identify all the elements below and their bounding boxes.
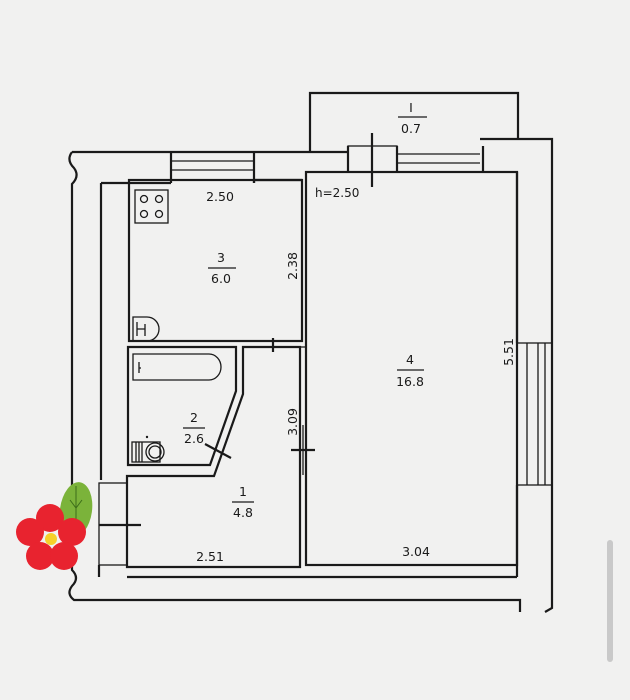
- scrollbar[interactable]: [607, 540, 613, 662]
- room-1-area: 4.8: [233, 505, 253, 520]
- room-1-number: 1: [239, 484, 247, 499]
- label-room-3: 3 6.0: [208, 250, 236, 286]
- room-living: [304, 170, 519, 567]
- window-room-right: [516, 342, 553, 486]
- room-bathroom: [126, 345, 238, 467]
- outer-walls: [68, 91, 554, 613]
- bathtub-icon: [132, 353, 222, 381]
- window-room-top: [397, 153, 480, 164]
- label-balcony: I 0.7: [398, 100, 427, 136]
- label-room-1: 1 4.8: [232, 484, 254, 520]
- dimension-kitchen-depth: 2.38: [285, 252, 300, 280]
- room-kitchen: [127, 178, 304, 343]
- stove-icon: [134, 189, 169, 224]
- room-3-area: 6.0: [211, 271, 231, 286]
- label-room-2: 2 2.6: [183, 410, 205, 446]
- door-bathroom[interactable]: [204, 443, 232, 459]
- room-4-number: 4: [406, 352, 414, 367]
- dimension-room-width: 3.04: [402, 544, 430, 559]
- label-room-4: 4 16.8: [396, 352, 424, 389]
- dimension-room-depth: 5.51: [501, 338, 516, 366]
- balcony-door[interactable]: [347, 133, 398, 187]
- dimension-hall-width: 2.51: [196, 549, 224, 564]
- room-2-number: 2: [190, 410, 198, 425]
- dimension-kitchen-width: 2.50: [206, 189, 234, 204]
- room-4-area: 16.8: [396, 374, 424, 389]
- ceiling-height-label: h=2.50: [315, 186, 359, 200]
- room-3-number: 3: [217, 250, 225, 265]
- toilet-icon: [131, 435, 165, 463]
- room-2-area: 2.6: [184, 431, 204, 446]
- balcony-number: I: [409, 100, 413, 115]
- entrance-door[interactable]: [98, 482, 141, 566]
- flower-sticker-icon: [16, 482, 93, 570]
- kitchen-sink-icon: [132, 316, 160, 342]
- balcony-area: 0.7: [401, 121, 421, 136]
- dimension-hall-depth: 3.09: [285, 408, 300, 436]
- door-room[interactable]: [291, 425, 315, 475]
- window-kitchen: [171, 160, 254, 171]
